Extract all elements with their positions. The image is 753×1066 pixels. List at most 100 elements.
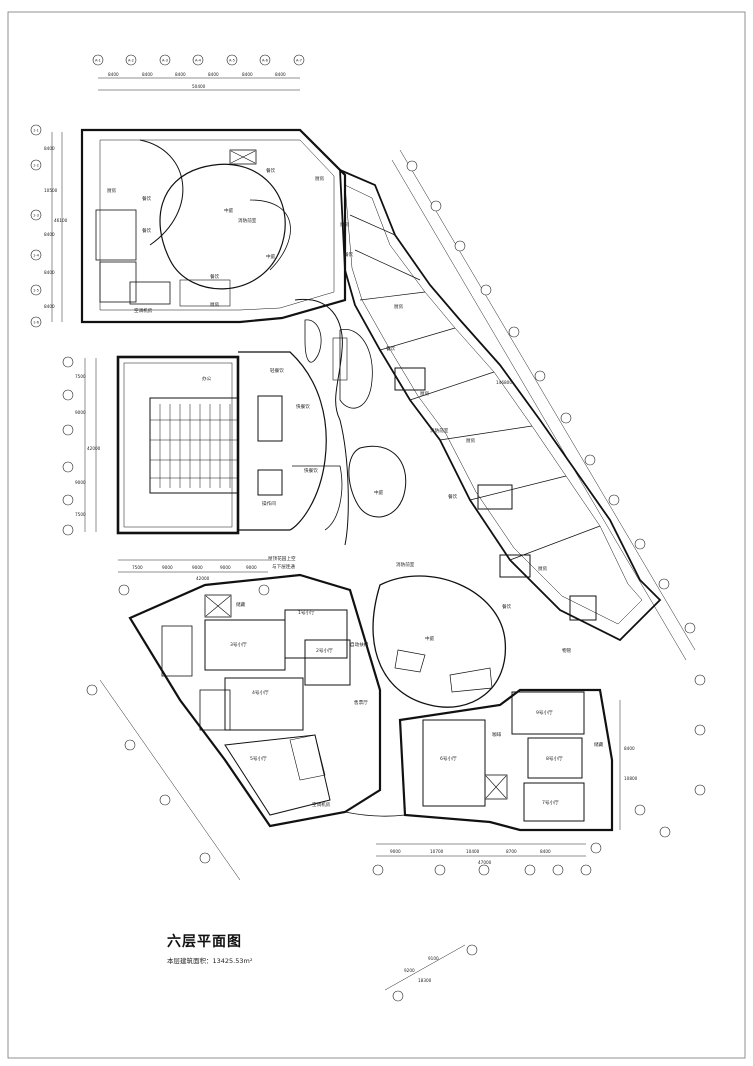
axis-bubbles-top: [92, 54, 305, 66]
svg-text:9200: 9200: [404, 968, 415, 973]
svg-text:厨房: 厨房: [538, 565, 548, 572]
svg-text:A-4: A-4: [195, 59, 202, 63]
svg-text:A-6: A-6: [262, 59, 269, 63]
svg-text:8400: 8400: [208, 72, 219, 77]
svg-text:空调机房: 空调机房: [312, 801, 331, 808]
svg-text:餐饮: 餐饮: [502, 603, 512, 610]
svg-text:餐饮: 餐饮: [448, 493, 458, 500]
svg-text:7500: 7500: [132, 565, 143, 570]
svg-text:1号小厅: 1号小厅: [298, 609, 315, 616]
svg-text:18300: 18300: [418, 978, 432, 983]
svg-text:A-1: A-1: [95, 59, 101, 63]
svg-text:餐饮: 餐饮: [266, 167, 276, 174]
svg-text:咖啡: 咖啡: [492, 731, 502, 738]
svg-text:A-2: A-2: [128, 59, 134, 63]
svg-text:9000: 9000: [192, 565, 203, 570]
svg-text:8400: 8400: [108, 72, 119, 77]
svg-text:8400: 8400: [142, 72, 153, 77]
svg-text:快餐饮: 快餐饮: [304, 467, 318, 474]
svg-text:8号小厅: 8号小厅: [546, 755, 563, 762]
svg-text:42000: 42000: [87, 446, 101, 451]
block-northwest: [80, 128, 347, 324]
svg-text:10800: 10800: [624, 776, 638, 781]
svg-text:快餐饮: 快餐饮: [296, 403, 310, 410]
drawing-subtitle: 本层建筑面积：13425.53m²: [167, 957, 253, 965]
axis-bubbles-right: [406, 160, 706, 796]
svg-text:厨房: 厨房: [340, 221, 350, 228]
svg-text:10500: 10500: [44, 188, 58, 193]
sheet-border: [7, 11, 746, 1059]
svg-text:A-7: A-7: [296, 59, 302, 63]
svg-text:操作间: 操作间: [262, 500, 276, 507]
svg-text:9000: 9000: [75, 480, 86, 485]
svg-text:9100: 9100: [428, 956, 439, 961]
svg-text:7号小厅: 7号小厅: [542, 799, 559, 806]
svg-text:8400: 8400: [175, 72, 186, 77]
svg-text:9号小厅: 9号小厅: [536, 709, 553, 716]
svg-text:轻餐饮: 轻餐饮: [270, 367, 284, 374]
svg-text:餐饮: 餐饮: [386, 345, 396, 352]
svg-text:8400: 8400: [540, 849, 551, 854]
atrium-zone: [294, 298, 506, 708]
svg-text:厨房: 厨房: [315, 175, 325, 182]
svg-text:1-5: 1-5: [33, 289, 39, 293]
svg-text:9000: 9000: [162, 565, 173, 570]
svg-text:空调机房: 空调机房: [134, 307, 153, 314]
svg-text:4号小厅: 4号小厅: [252, 689, 269, 696]
svg-text:消防前室: 消防前室: [238, 217, 257, 224]
drawing-title: 六层平面图: [167, 934, 242, 950]
svg-text:8400: 8400: [242, 72, 253, 77]
svg-text:中庭: 中庭: [374, 489, 384, 496]
svg-text:屋顶花园上空: 屋顶花园上空: [268, 555, 296, 562]
svg-text:A-3: A-3: [162, 59, 168, 63]
svg-text:储藏: 储藏: [236, 601, 246, 608]
svg-text:餐饮: 餐饮: [142, 195, 152, 202]
svg-text:1-2: 1-2: [33, 164, 39, 168]
svg-text:厨房: 厨房: [210, 301, 220, 308]
svg-text:售票厅: 售票厅: [354, 699, 368, 706]
svg-text:A-5: A-5: [229, 59, 235, 63]
block-west: [116, 351, 343, 535]
svg-text:42000: 42000: [196, 576, 210, 581]
svg-text:9000: 9000: [390, 849, 401, 854]
svg-text:中庭: 中庭: [425, 635, 435, 642]
svg-text:消防前室: 消防前室: [396, 561, 415, 568]
axis-bubbles-left: [30, 124, 74, 536]
svg-text:9000: 9000: [220, 565, 231, 570]
svg-text:8400: 8400: [44, 146, 55, 151]
svg-text:5号小厅: 5号小厅: [250, 755, 267, 762]
svg-text:餐饮: 餐饮: [210, 273, 220, 280]
svg-text:1-3: 1-3: [33, 214, 39, 218]
svg-text:2号小厅: 2号小厅: [316, 647, 333, 654]
block-cinema-west: [128, 573, 382, 828]
svg-text:与下层连通: 与下层连通: [272, 563, 295, 570]
block-cinema-east: [344, 688, 614, 832]
svg-text:146800: 146800: [496, 380, 512, 385]
svg-text:储藏: 储藏: [594, 741, 604, 748]
svg-text:办公: 办公: [202, 375, 212, 382]
svg-text:餐饮: 餐饮: [142, 227, 152, 234]
svg-text:物管: 物管: [562, 647, 572, 654]
svg-text:8400: 8400: [44, 270, 55, 275]
dimension-texts: 8400 8400 8400 8400 8400 8400 50400 8400…: [44, 72, 638, 983]
svg-text:9000: 9000: [75, 410, 86, 415]
svg-text:8400: 8400: [44, 304, 55, 309]
block-northeast: [339, 168, 662, 642]
svg-text:1-6: 1-6: [33, 321, 40, 325]
room-labels: 厨房 餐饮 餐饮 中庭 中庭 消防前室 餐饮 厨房 餐饮 厨房 空调机房 办公 …: [107, 167, 604, 808]
svg-text:10400: 10400: [466, 849, 480, 854]
svg-text:10700: 10700: [430, 849, 444, 854]
svg-text:47000: 47000: [478, 860, 492, 865]
svg-text:餐饮: 餐饮: [344, 251, 354, 258]
svg-text:厨房: 厨房: [107, 187, 117, 194]
svg-text:7500: 7500: [75, 374, 86, 379]
svg-text:消防前室: 消防前室: [430, 427, 449, 434]
svg-text:8400: 8400: [624, 746, 635, 751]
svg-text:9000: 9000: [246, 565, 257, 570]
axis-bubbles-bottom: [86, 584, 671, 1002]
svg-text:8400: 8400: [275, 72, 286, 77]
svg-text:8400: 8400: [44, 232, 55, 237]
svg-text:6号小厅: 6号小厅: [440, 755, 457, 762]
